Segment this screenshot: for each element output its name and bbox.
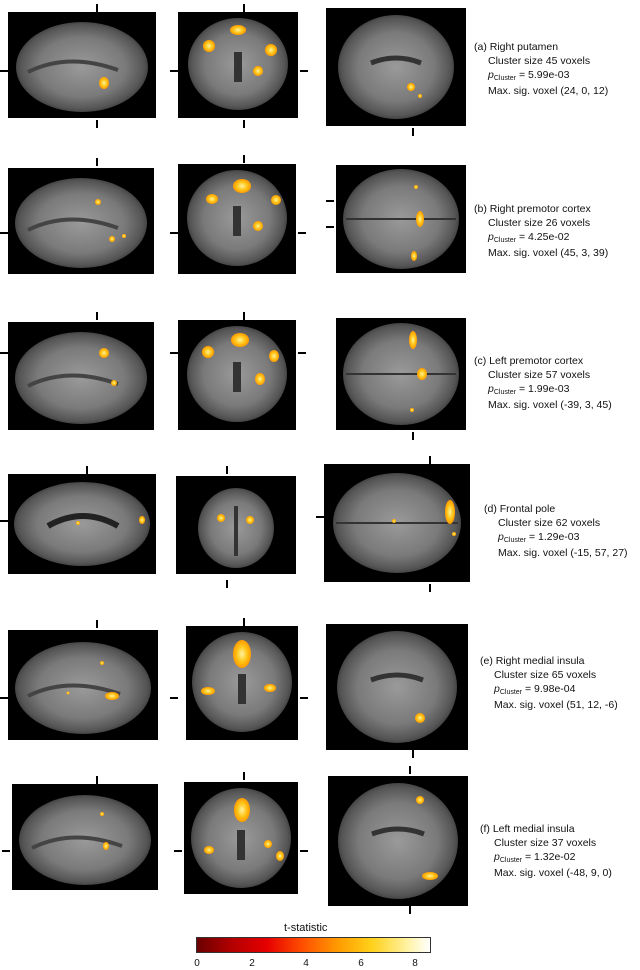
cluster-size: Cluster size 26 voxels [488, 217, 591, 229]
colorbar-title: t-statistic [284, 922, 328, 934]
sagittal-slice-e [8, 630, 158, 740]
p-subscript: Cluster [499, 689, 523, 696]
axial-slice-a [326, 8, 466, 126]
max-voxel: Max. sig. voxel (-15, 57, 27) [498, 547, 628, 559]
p-subscript: Cluster [493, 237, 517, 244]
sagittal-slice-c [8, 322, 154, 430]
colorbar-tick: 2 [249, 958, 255, 969]
colorbar-tick: 8 [412, 958, 418, 969]
coronal-slice-e [186, 626, 298, 740]
caption-f: (f) Left medial insula Cluster size 37 v… [480, 822, 612, 880]
p-symbol: p [494, 851, 500, 863]
panel-label: (d) Frontal pole [484, 503, 556, 515]
colorbar [196, 937, 431, 953]
axial-slice-c [336, 318, 466, 430]
p-subscript: Cluster [499, 857, 523, 864]
p-subscript: Cluster [503, 537, 527, 544]
panel-label: (e) Right medial insula [480, 655, 585, 667]
p-subscript: Cluster [493, 389, 517, 396]
sagittal-slice-a [8, 12, 156, 118]
coronal-slice-d [176, 476, 296, 574]
caption-a: (a) Right putamen Cluster size 45 voxels… [474, 40, 608, 98]
cluster-size: Cluster size 57 voxels [488, 369, 591, 381]
max-voxel: Max. sig. voxel (45, 3, 39) [488, 247, 609, 259]
activation-blob [99, 77, 109, 89]
coronal-slice-c [178, 320, 296, 430]
colorbar-tick: 0 [194, 958, 200, 969]
caption-c: (c) Left premotor cortex Cluster size 57… [474, 354, 612, 412]
colorbar-tick: 6 [358, 958, 364, 969]
p-subscript: Cluster [493, 75, 517, 82]
p-value: = 9.98e-04 [524, 683, 576, 695]
panel-label: (b) Right premotor cortex [474, 203, 591, 215]
p-value: = 1.32e-02 [524, 851, 576, 863]
coronal-slice-f [184, 782, 298, 894]
cluster-size: Cluster size 65 voxels [494, 669, 597, 681]
panel-label: (a) Right putamen [474, 41, 559, 53]
max-voxel: Max. sig. voxel (-48, 9, 0) [494, 867, 612, 879]
p-symbol: p [488, 383, 494, 395]
p-value: = 1.29e-03 [528, 531, 580, 543]
coronal-slice-a [178, 12, 298, 118]
sagittal-slice-f [12, 784, 158, 890]
cluster-size: Cluster size 37 voxels [494, 837, 597, 849]
p-symbol: p [498, 531, 504, 543]
axial-slice-d [324, 464, 470, 582]
p-symbol: p [494, 683, 500, 695]
caption-d: (d) Frontal pole Cluster size 62 voxels … [484, 502, 628, 560]
p-value: = 4.25e-02 [518, 231, 570, 243]
p-value: = 5.99e-03 [518, 69, 570, 81]
max-voxel: Max. sig. voxel (51, 12, -6) [494, 699, 618, 711]
cluster-size: Cluster size 45 voxels [488, 55, 591, 67]
p-value: = 1.99e-03 [518, 383, 570, 395]
p-symbol: p [488, 231, 494, 243]
coronal-slice-b [178, 164, 296, 274]
sagittal-slice-d [8, 474, 156, 574]
axial-slice-b [336, 165, 466, 273]
axial-slice-e [326, 624, 468, 750]
p-symbol: p [488, 69, 494, 81]
max-voxel: Max. sig. voxel (-39, 3, 45) [488, 399, 612, 411]
panel-label: (f) Left medial insula [480, 823, 575, 835]
max-voxel: Max. sig. voxel (24, 0, 12) [488, 85, 609, 97]
panel-label: (c) Left premotor cortex [474, 355, 584, 367]
cluster-size: Cluster size 62 voxels [498, 517, 601, 529]
caption-b: (b) Right premotor cortex Cluster size 2… [474, 202, 608, 260]
caption-e: (e) Right medial insula Cluster size 65 … [480, 654, 618, 712]
axial-slice-f [328, 776, 468, 906]
colorbar-tick: 4 [303, 958, 309, 969]
sagittal-slice-b [8, 168, 154, 274]
